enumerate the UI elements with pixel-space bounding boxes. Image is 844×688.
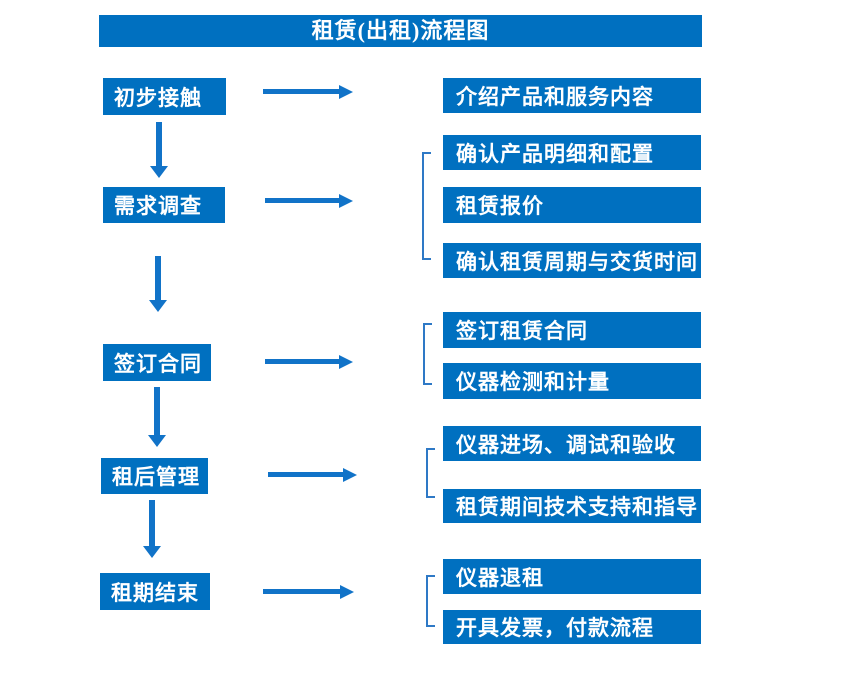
arrow-head [143,546,161,558]
arrow-shaft [268,472,345,477]
arrow-head [343,468,357,482]
group-bracket-icon [423,323,432,385]
arrow-shaft [156,122,162,167]
output-box-instrument-entry-acceptance: 仪器进场、调试和验收 [443,426,701,461]
output-box-tech-support: 租赁期间技术支持和指导 [443,489,701,523]
down-arrow-icon [150,122,168,178]
step-box-demand-survey: 需求调查 [103,187,225,223]
group-bracket-icon [426,448,435,498]
output-box-instrument-testing: 仪器检测和计量 [443,363,701,399]
right-arrow-icon [263,585,354,599]
arrow-shaft [154,387,160,436]
output-box-rental-quote: 租赁报价 [443,187,701,223]
arrow-shaft [265,198,341,203]
right-arrow-icon [263,85,353,99]
arrow-head [340,585,354,599]
down-arrow-icon [148,387,166,447]
output-box-confirm-details: 确认产品明细和配置 [443,135,701,170]
arrow-shaft [263,589,342,594]
arrow-head [150,166,168,178]
output-box-confirm-period-delivery: 确认租赁周期与交货时间 [443,243,701,278]
step-box-post-rental-management: 租后管理 [101,458,208,494]
arrow-shaft [263,89,341,94]
output-box-introduce-products: 介绍产品和服务内容 [443,78,701,113]
arrow-shaft [149,500,155,547]
right-arrow-icon [268,468,357,482]
arrow-shaft [155,256,161,301]
right-arrow-icon [265,355,353,369]
down-arrow-icon [143,500,161,558]
group-bracket-icon [426,575,435,627]
output-box-sign-rental-contract: 签订租赁合同 [443,312,701,348]
down-arrow-icon [149,256,167,312]
arrow-head [339,194,353,208]
arrow-shaft [265,359,341,364]
arrow-head [339,85,353,99]
step-box-initial-contact: 初步接触 [103,78,226,115]
arrow-head [149,300,167,312]
flowchart-title: 租赁(出租)流程图 [99,15,702,47]
arrow-head [339,355,353,369]
output-box-instrument-return: 仪器退租 [443,559,701,594]
step-box-sign-contract: 签订合同 [103,344,211,381]
right-arrow-icon [265,194,353,208]
step-box-rental-end: 租期结束 [100,573,210,610]
arrow-head [148,435,166,447]
group-bracket-icon [422,152,431,260]
output-box-invoice-payment: 开具发票，付款流程 [443,610,701,644]
